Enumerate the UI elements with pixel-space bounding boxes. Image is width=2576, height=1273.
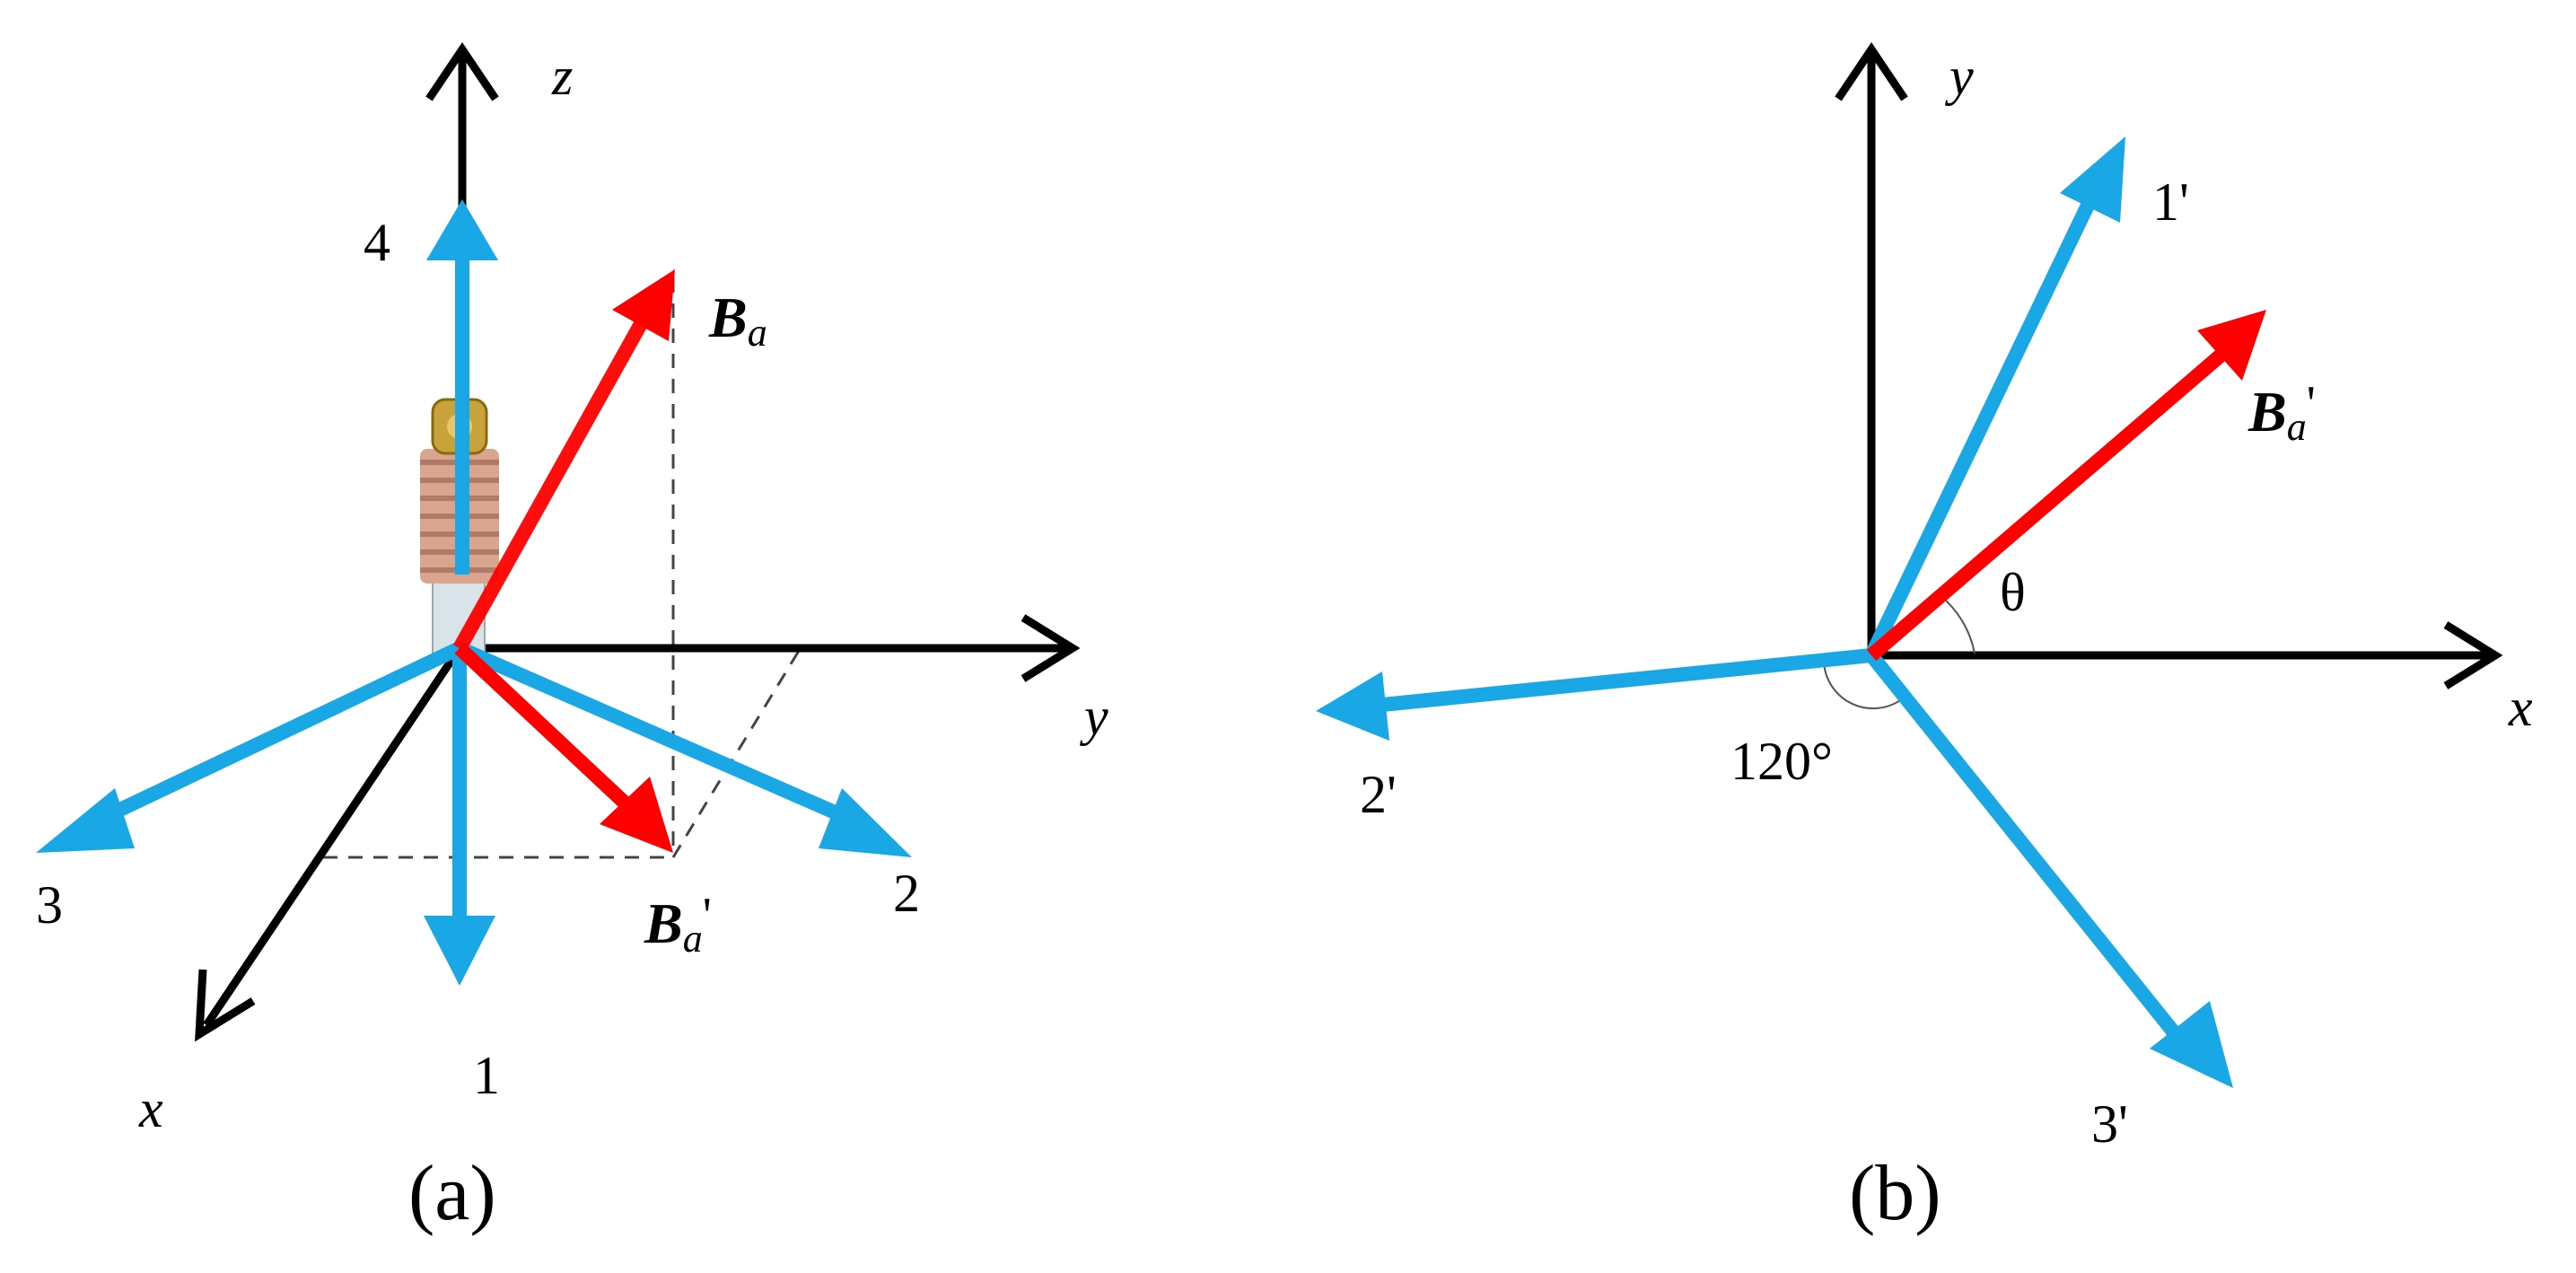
panel-b-caption: (b) [1849, 1150, 1941, 1237]
b-x-axis [1871, 621, 2503, 689]
projection-dashes [323, 278, 803, 859]
panel-a-caption: (a) [408, 1150, 496, 1237]
b-y-axis-label: y [1944, 47, 1974, 106]
coil-arrow-1 [424, 648, 495, 986]
vector-ba-label: Ba [708, 285, 767, 355]
arrow-2-prime-label: 2' [1360, 765, 1397, 824]
angle-120-label: 120° [1730, 732, 1833, 791]
coil-arrow-4 [426, 199, 498, 575]
y-axis [453, 614, 1081, 682]
vector-ba-prime-label: Ba' [644, 888, 712, 961]
coil-arrow-1-prime [1864, 136, 2125, 659]
b-vector-ba-prime-label: Ba' [2247, 376, 2316, 449]
arrow-1-prime-label: 1' [2152, 172, 2189, 232]
y-axis-label: y [1079, 687, 1108, 746]
coil-arrow-3 [36, 641, 463, 853]
arrow-4-label: 4 [364, 213, 390, 272]
b-x-axis-label: x [2508, 678, 2533, 737]
arrow-3-prime-label: 3' [2091, 1094, 2128, 1154]
coil-arrow-2 [456, 641, 912, 857]
coil-arrow-2-prime [1316, 648, 1872, 741]
panel-a: z y x 4 1 3 2 Ba Ba' (a) [36, 41, 1108, 1237]
x-axis [195, 648, 461, 1042]
b-y-axis [1835, 41, 1908, 655]
arrow-2-label: 2 [893, 864, 920, 923]
vector-ba-arrow [453, 269, 675, 652]
z-axis-label: z [551, 47, 573, 106]
b-vector-ba-prime-arrow [1866, 310, 2266, 662]
panel-b: y x 1' 2' 3' Ba' θ 120° (b) [1316, 41, 2533, 1237]
x-axis-label: x [138, 1079, 163, 1138]
coil-arrow-3-prime [1865, 650, 2233, 1088]
theta-label: θ [2000, 563, 2026, 622]
arrow-1-label: 1 [473, 1046, 500, 1105]
vector-ba-prime-arrow [454, 643, 673, 853]
arrow-3-label: 3 [36, 875, 63, 935]
